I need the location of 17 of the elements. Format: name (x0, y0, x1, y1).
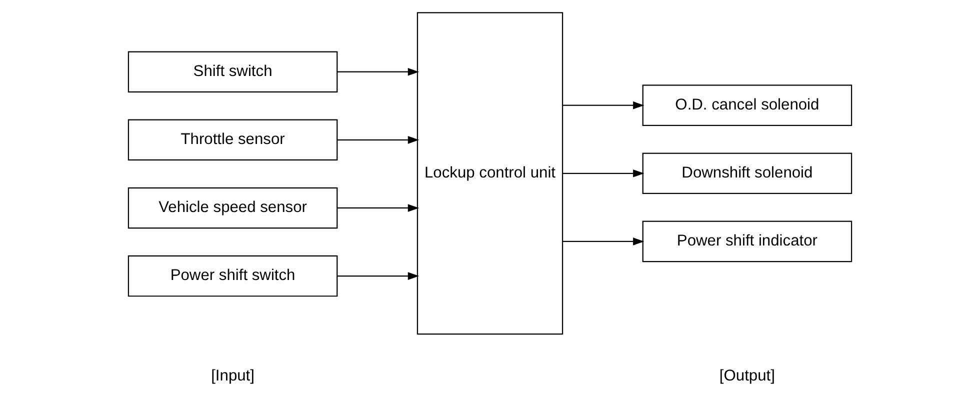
node-box: Power shift switch (128, 255, 338, 297)
arrow (337, 68, 420, 76)
arrow (562, 169, 644, 178)
label: [Input] (211, 368, 254, 385)
node-box: Shift switch (128, 51, 338, 92)
node-box: O.D. cancel solenoid (642, 84, 852, 126)
node-box: Lockup control unit (416, 12, 564, 335)
node-box: Throttle sensor (128, 119, 338, 161)
node-box: Power shift indicator (642, 220, 852, 262)
label: [Output] (719, 368, 775, 385)
arrow (337, 204, 420, 212)
arrow (337, 272, 420, 280)
node-box: Vehicle speed sensor (128, 187, 338, 229)
node-box: Downshift solenoid (642, 152, 852, 194)
arrow (337, 136, 420, 144)
arrow (562, 238, 644, 246)
arrow (562, 101, 644, 110)
